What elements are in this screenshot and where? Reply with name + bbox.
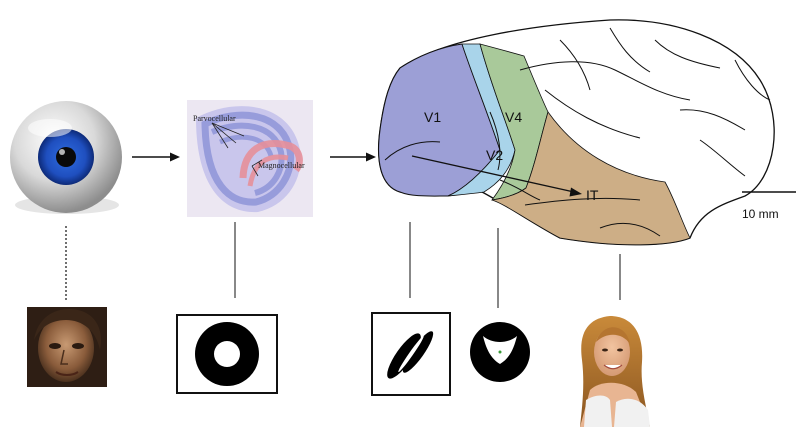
arrow-eye-to-lgn [132, 153, 180, 162]
v4-receptive-field [470, 322, 530, 382]
parvocellular-label: Parvocellular [193, 114, 236, 123]
area-v2-label: V2 [486, 147, 503, 163]
v1-receptive-field [372, 313, 450, 395]
scale-bar-label: 10 mm [742, 207, 779, 221]
area-v1-label: V1 [424, 109, 441, 125]
area-v4-label: V4 [505, 109, 522, 125]
eye-icon [10, 101, 122, 214]
brain-lateral-view [379, 20, 775, 245]
retinal-image-face [27, 307, 107, 387]
area-it-label: IT [586, 187, 599, 203]
lgn-receptive-field [177, 315, 277, 393]
magnocellular-label: Magnocellular [258, 161, 305, 170]
it-face-photo [580, 316, 650, 427]
arrow-lgn-to-cortex [330, 153, 376, 162]
